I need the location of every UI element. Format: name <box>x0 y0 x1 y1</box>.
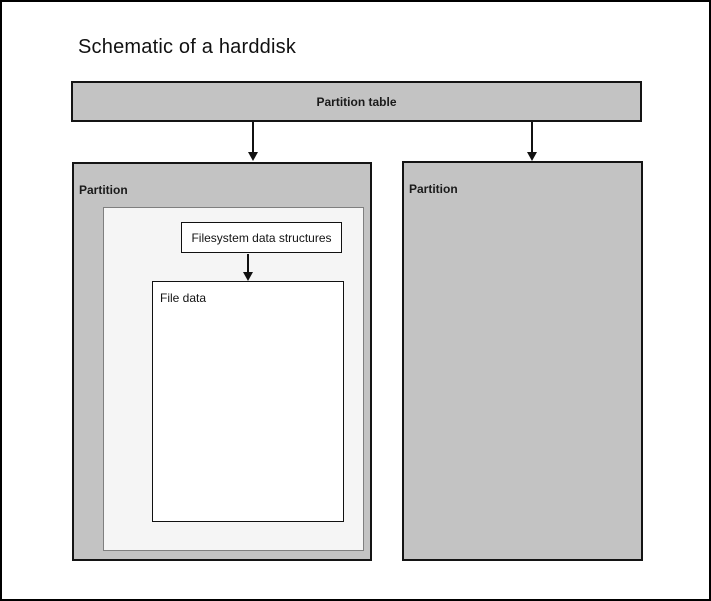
arrow-head-icon <box>527 152 537 161</box>
arrow-shaft <box>531 122 533 153</box>
arrow-down-to-file-data <box>242 254 254 281</box>
filesystem-region-box: Filesystem data structures File data <box>103 207 364 551</box>
arrow-down-to-left-partition <box>247 122 259 161</box>
right-partition-box: Partition <box>402 161 643 561</box>
arrow-shaft <box>252 122 254 153</box>
file-data-label: File data <box>160 291 207 305</box>
left-partition-box: Partition Filesystem data structures Fil… <box>72 162 372 561</box>
arrow-head-icon <box>248 152 258 161</box>
arrow-down-to-right-partition <box>526 122 538 161</box>
right-partition-label: Partition <box>409 182 458 196</box>
partition-table-box: Partition table <box>71 81 642 122</box>
arrow-head-icon <box>243 272 253 281</box>
left-partition-label: Partition <box>79 183 128 197</box>
filesystem-data-structures-box: Filesystem data structures <box>181 222 342 253</box>
partition-table-label: Partition table <box>316 94 397 109</box>
diagram-title: Schematic of a harddisk <box>78 36 297 58</box>
file-data-box: File data <box>152 281 344 522</box>
arrow-shaft <box>247 254 249 273</box>
